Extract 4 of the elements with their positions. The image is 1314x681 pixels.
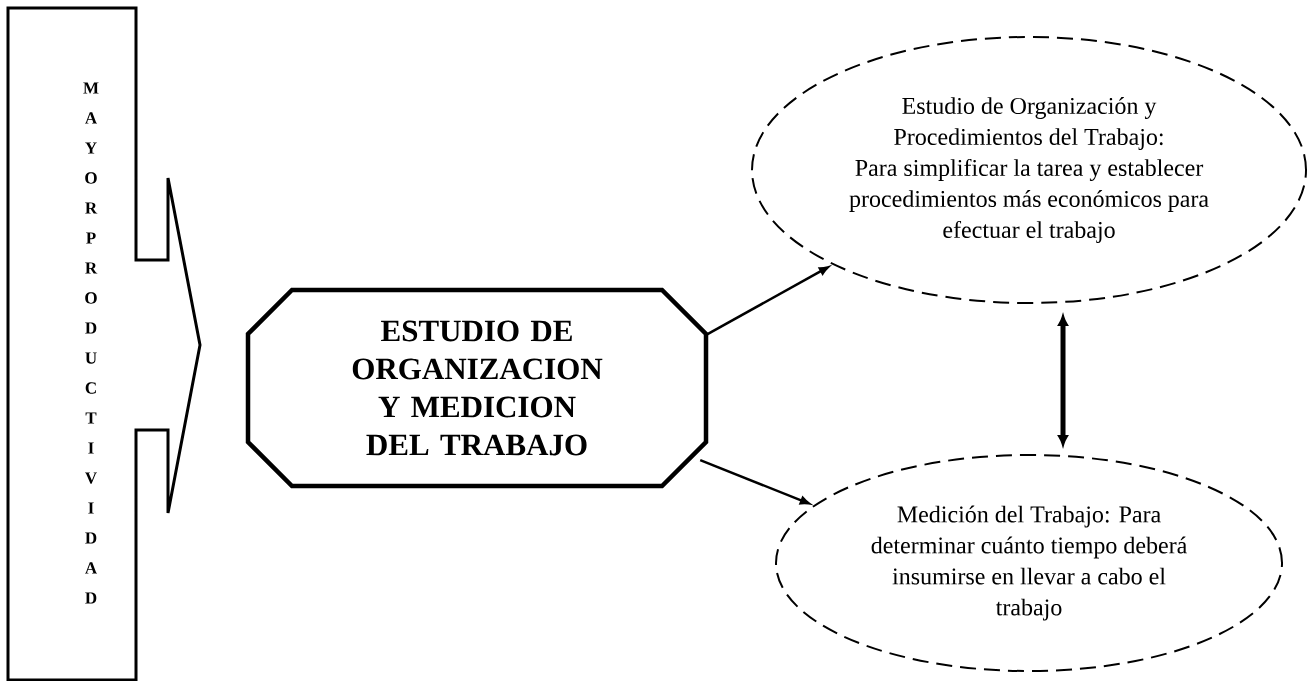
arrow <box>1058 315 1068 446</box>
arrow <box>699 459 810 505</box>
arrow-box: MAYOR PRODUCTIVIDAD <box>6 6 202 681</box>
octagon-box: ESTUDIO DE ORGANIZACION Y MEDICION DEL TRABAJO <box>245 287 709 489</box>
